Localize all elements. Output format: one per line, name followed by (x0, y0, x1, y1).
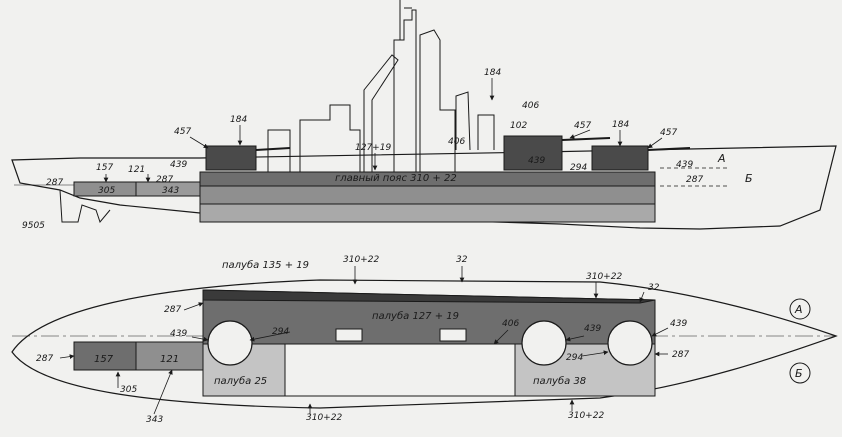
plan-labels: палуба 135 + 19 палуба 127 + 19 палуба 2… (36, 255, 803, 425)
drawing-number: 9505 (22, 221, 45, 231)
section-a-marker: A (717, 152, 726, 165)
side-labels: главный пояс 310 + 22 457 184 457 184 45… (22, 68, 753, 231)
label-343-plan: 343 (146, 415, 163, 425)
label-343-side: 343 (162, 186, 179, 196)
plan-stern-121 (135, 341, 204, 371)
label-439-side-b: 439 (528, 156, 545, 166)
label-310-top-b: 310+22 (586, 272, 622, 282)
label-deck-38: палуба 38 (533, 375, 586, 387)
label-457-mid: 457 (574, 121, 591, 131)
deck-center (284, 343, 516, 397)
label-deck-25: палуба 25 (214, 375, 267, 387)
label-157: 157 (96, 163, 113, 173)
label-457-fwd: 457 (174, 127, 191, 137)
deck-135-19 (202, 289, 656, 304)
rudder (59, 189, 111, 224)
citadel-lower (199, 203, 656, 223)
belt-label: главный пояс 310 + 22 (335, 173, 457, 184)
plan-view: палуба 135 + 19 палуба 127 + 19 палуба 2… (11, 255, 838, 425)
label-439-plan-b: 439 (584, 324, 601, 334)
label-406-plan: 406 (502, 319, 519, 329)
label-287-plan-a: 287 (164, 305, 181, 315)
label-305-side: 305 (98, 186, 115, 196)
label-439-side-c: 439 (676, 160, 693, 170)
label-406-mid: 406 (448, 137, 465, 147)
label-102: 102 (510, 121, 527, 131)
barbette-mid (521, 320, 567, 366)
label-deck-135-19: палуба 135 + 19 (222, 259, 309, 271)
label-294-side: 294 (570, 163, 587, 173)
hatch-2 (439, 328, 467, 342)
label-127-19: 127+19 (355, 143, 391, 153)
label-310-top-a: 310+22 (343, 255, 379, 265)
barbette-aft (207, 320, 253, 366)
plan-stern-157 (73, 341, 137, 371)
label-287-side-b: 287 (156, 175, 173, 185)
side-view: главный пояс 310 + 22 457 184 457 184 45… (11, 0, 837, 231)
barbette-fwd (607, 320, 653, 366)
label-121: 121 (128, 165, 145, 175)
label-287-side-a: 287 (46, 178, 63, 188)
label-157-plan: 157 (94, 354, 114, 365)
label-deck-127-19: палуба 127 + 19 (372, 310, 459, 322)
label-32-top-b: 32 (648, 283, 660, 293)
label-184-top: 184 (484, 68, 501, 78)
label-121-plan: 121 (160, 354, 179, 365)
citadel-belt (199, 185, 656, 205)
label-32-top-a: 32 (456, 255, 468, 265)
superstructure (267, 0, 495, 172)
label-310-bottom-b: 310+22 (568, 411, 604, 421)
turret-fwd (591, 145, 649, 171)
hatch-1 (335, 328, 363, 342)
label-310-bottom-a: 310+22 (306, 413, 342, 423)
label-184-aft: 184 (612, 120, 629, 130)
label-406-top: 406 (522, 101, 539, 111)
label-457-aft: 457 (660, 128, 677, 138)
turret-aft (205, 145, 257, 171)
turret-mid (503, 135, 563, 171)
circle-b: Б (795, 367, 803, 380)
circle-a: A (794, 303, 803, 316)
label-287-side-c: 287 (686, 175, 703, 185)
label-294-plan-b: 294 (566, 353, 583, 363)
label-287-plan-c: 287 (672, 350, 689, 360)
label-439-plan-c: 439 (670, 319, 687, 329)
hull-profile (11, 145, 837, 230)
section-b-marker: Б (745, 172, 753, 185)
label-294-plan-a: 294 (272, 327, 289, 337)
label-184-fwd: 184 (230, 115, 247, 125)
label-439-plan-a: 439 (170, 329, 187, 339)
label-305-plan: 305 (120, 385, 137, 395)
label-439-side-a: 439 (170, 160, 187, 170)
label-287-plan-b: 287 (36, 354, 53, 364)
